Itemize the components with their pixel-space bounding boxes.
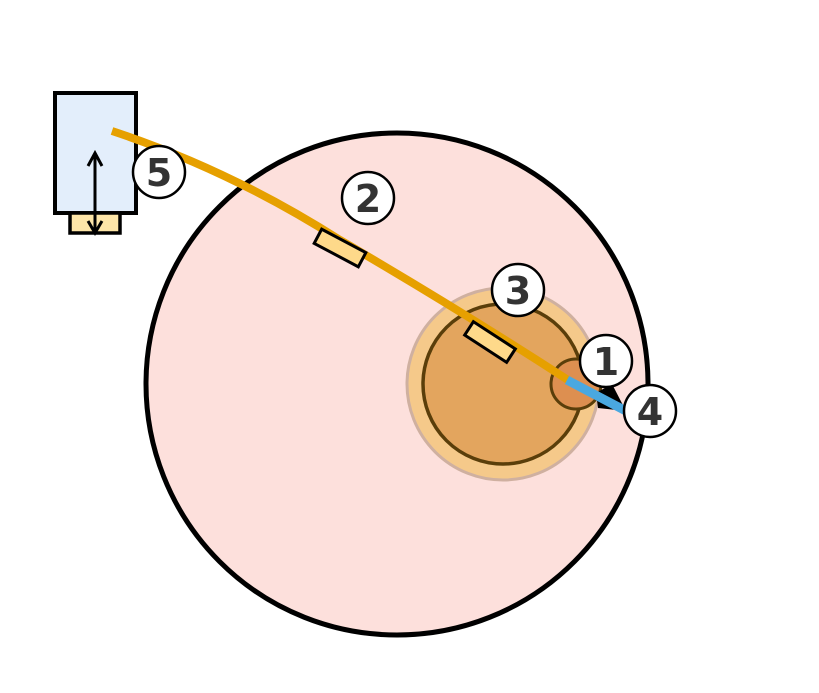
label-3: 3 [490, 262, 546, 318]
svg-text:5: 5 [146, 151, 172, 195]
tip [564, 376, 629, 415]
pad-2 [312, 227, 368, 269]
svg-text:2: 2 [355, 177, 381, 221]
label-5: 5 [131, 144, 187, 200]
svg-text:1: 1 [593, 340, 619, 384]
label-4: 4 [622, 383, 678, 439]
label-1: 1 [578, 333, 634, 389]
pad-3 [462, 319, 518, 365]
svg-text:3: 3 [505, 269, 531, 313]
svg-text:4: 4 [637, 390, 663, 434]
double-arrow-icon [86, 149, 104, 236]
label-2: 2 [340, 170, 396, 226]
